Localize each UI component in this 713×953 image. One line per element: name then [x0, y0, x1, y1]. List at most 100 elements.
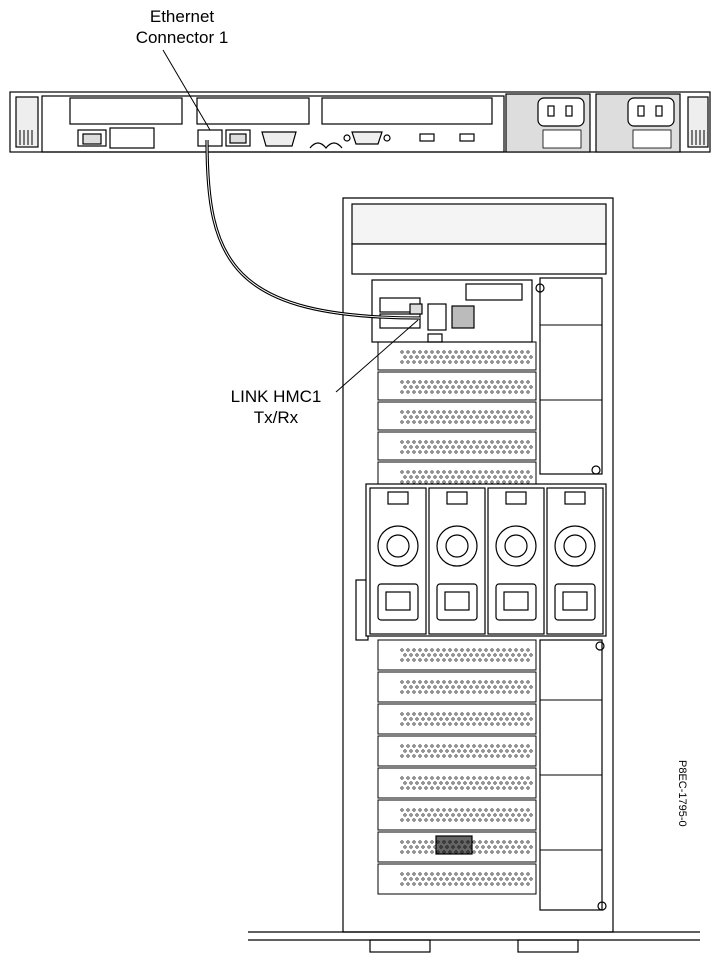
- vent-dot: [430, 480, 434, 484]
- vent-dot: [412, 380, 416, 384]
- vent-dot: [403, 445, 407, 449]
- vent-dot: [502, 680, 506, 684]
- vent-dot: [409, 877, 413, 881]
- vent-dot: [490, 882, 494, 886]
- vent-dot: [529, 877, 533, 881]
- vent-dot: [520, 818, 524, 822]
- vent-dot: [400, 648, 404, 652]
- vent-dot: [451, 415, 455, 419]
- vent-dot: [448, 350, 452, 354]
- vent-dot: [496, 440, 500, 444]
- vent-dot: [514, 380, 518, 384]
- vent-dot: [505, 781, 509, 785]
- vent-dot: [478, 380, 482, 384]
- vent-dot: [436, 420, 440, 424]
- vent-dot: [448, 808, 452, 812]
- vent-dot: [403, 355, 407, 359]
- vent-dot: [493, 653, 497, 657]
- vent-dot: [403, 415, 407, 419]
- vent-dot: [442, 776, 446, 780]
- vent-dot: [418, 410, 422, 414]
- vent-dot: [430, 420, 434, 424]
- vent-dot: [496, 690, 500, 694]
- vent-dot: [412, 690, 416, 694]
- vent-dot: [418, 872, 422, 876]
- vent-dot: [445, 653, 449, 657]
- vent-dot: [490, 410, 494, 414]
- vent-dot: [451, 813, 455, 817]
- vent-dot: [400, 840, 404, 844]
- vent-dot: [478, 410, 482, 414]
- vent-dot: [436, 440, 440, 444]
- vent-dot: [529, 845, 533, 849]
- vent-dot: [466, 882, 470, 886]
- vent-dot: [412, 818, 416, 822]
- vent-dot: [415, 685, 419, 689]
- vent-dot: [400, 850, 404, 854]
- vent-dot: [475, 781, 479, 785]
- vent-dot: [454, 680, 458, 684]
- vent-dot: [478, 648, 482, 652]
- vent-dot: [448, 480, 452, 484]
- vent-dot: [439, 877, 443, 881]
- vent-dot: [400, 450, 404, 454]
- vent-dot: [502, 744, 506, 748]
- vent-dot: [502, 648, 506, 652]
- vent-dot: [508, 420, 512, 424]
- vent-dot: [526, 420, 530, 424]
- vent-dot: [475, 845, 479, 849]
- vent-dot: [454, 754, 458, 758]
- vent-dot: [406, 818, 410, 822]
- vent-dot: [526, 680, 530, 684]
- link-hmc-label-line2: Tx/Rx: [253, 408, 299, 427]
- vent-dot: [409, 717, 413, 721]
- vent-dot: [412, 712, 416, 716]
- vent-dot: [448, 754, 452, 758]
- vent-dot: [430, 450, 434, 454]
- vent-dot: [424, 410, 428, 414]
- vent-dot: [469, 475, 473, 479]
- vent-dot: [466, 410, 470, 414]
- vent-dot: [496, 480, 500, 484]
- vent-dot: [490, 450, 494, 454]
- vent-dot: [406, 410, 410, 414]
- vent-dot: [508, 776, 512, 780]
- vent-dot: [445, 781, 449, 785]
- vent-dot: [418, 850, 422, 854]
- vent-dot: [451, 653, 455, 657]
- vent-dot: [487, 749, 491, 753]
- vent-dot: [406, 648, 410, 652]
- vent-dot: [478, 680, 482, 684]
- vent-dot: [472, 450, 476, 454]
- vent-dot: [508, 450, 512, 454]
- vent-dot: [415, 415, 419, 419]
- vent-dot: [520, 722, 524, 726]
- vent-dot: [484, 872, 488, 876]
- vent-dot: [508, 872, 512, 876]
- vent-dot: [511, 653, 515, 657]
- vent-dot: [508, 380, 512, 384]
- vent-dot: [433, 445, 437, 449]
- vent-dot: [436, 722, 440, 726]
- vent-dot: [499, 355, 503, 359]
- vent-dot: [400, 882, 404, 886]
- vent-dot: [514, 360, 518, 364]
- vent-dot: [484, 480, 488, 484]
- vent-dot: [517, 813, 521, 817]
- vent-dot: [487, 877, 491, 881]
- vent-dot: [439, 749, 443, 753]
- vent-dot: [520, 712, 524, 716]
- vent-dot: [466, 754, 470, 758]
- vent-dot: [526, 722, 530, 726]
- vent-dot: [469, 685, 473, 689]
- vent-dot: [433, 653, 437, 657]
- vent-dot: [472, 658, 476, 662]
- vent-dot: [403, 653, 407, 657]
- vent-dot: [472, 786, 476, 790]
- vent-dot: [511, 845, 515, 849]
- vent-dot: [445, 877, 449, 881]
- vent-dot: [418, 470, 422, 474]
- vent-dot: [496, 818, 500, 822]
- vent-dot: [481, 749, 485, 753]
- vent-dot: [418, 712, 422, 716]
